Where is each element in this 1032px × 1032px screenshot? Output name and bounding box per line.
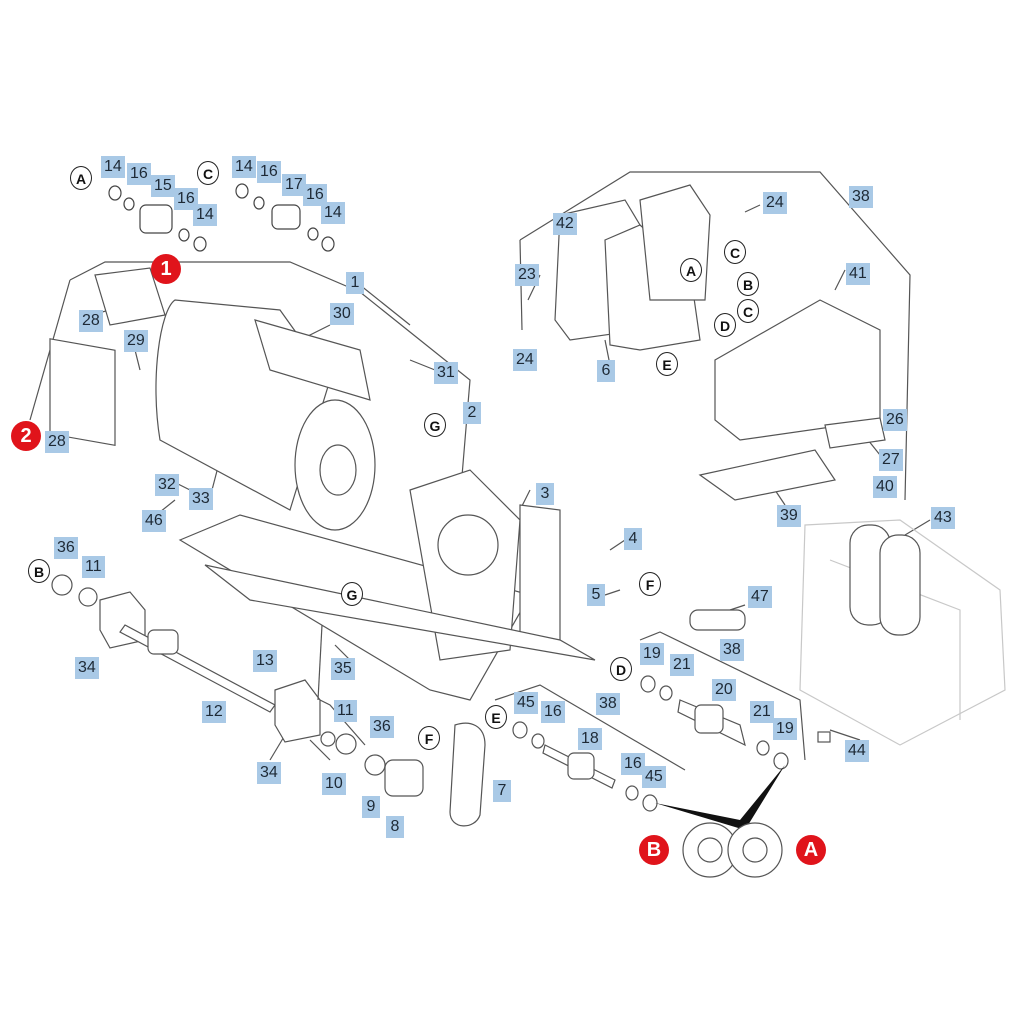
part-label-45[interactable]: 45 (642, 766, 666, 788)
part-label-44[interactable]: 44 (845, 740, 869, 762)
part-label-20[interactable]: 20 (712, 679, 736, 701)
part-label-16[interactable]: 16 (303, 184, 327, 206)
letter-callout-f: F (639, 572, 661, 596)
letter-callout-f: F (418, 726, 440, 750)
part-label-2[interactable]: 2 (463, 402, 481, 424)
part-label-38[interactable]: 38 (596, 693, 620, 715)
letter-callout-d: D (714, 313, 736, 337)
part-label-21[interactable]: 21 (750, 701, 774, 723)
part-label-28[interactable]: 28 (79, 310, 103, 332)
letter-callout-e: E (485, 705, 507, 729)
right-frame-assembly (554, 184, 886, 501)
part-label-11[interactable]: 11 (334, 700, 357, 722)
part-label-14[interactable]: 14 (321, 202, 345, 224)
detail-marker-b[interactable]: B (639, 835, 669, 865)
group-outline-38 (519, 171, 911, 501)
part-label-43[interactable]: 43 (931, 507, 955, 529)
part-label-14[interactable]: 14 (193, 204, 217, 226)
view-marker-1[interactable]: 1 (151, 254, 181, 284)
part-label-47[interactable]: 47 (748, 586, 772, 608)
part-label-34[interactable]: 34 (75, 657, 99, 679)
part-label-39[interactable]: 39 (777, 505, 801, 527)
part-label-3[interactable]: 3 (536, 483, 554, 505)
part-label-9[interactable]: 9 (362, 796, 380, 818)
part-label-30[interactable]: 30 (330, 303, 354, 325)
letter-callout-d: D (610, 657, 632, 681)
detail-pointer (655, 765, 785, 830)
part-label-6[interactable]: 6 (597, 360, 615, 382)
part-label-33[interactable]: 33 (189, 488, 213, 510)
letter-callout-b: B (28, 559, 50, 583)
part-label-15[interactable]: 15 (151, 175, 175, 197)
part-label-16[interactable]: 16 (174, 188, 198, 210)
part-label-23[interactable]: 23 (515, 264, 539, 286)
part-label-36[interactable]: 36 (54, 537, 78, 559)
part-label-29[interactable]: 29 (124, 330, 148, 352)
part-label-26[interactable]: 26 (883, 409, 907, 431)
part-label-35[interactable]: 35 (331, 658, 355, 680)
part-label-19[interactable]: 19 (773, 718, 797, 740)
letter-callout-c: C (197, 161, 219, 185)
part-label-19[interactable]: 19 (640, 643, 664, 665)
part-label-14[interactable]: 14 (232, 156, 256, 178)
letter-callout-e: E (656, 352, 678, 376)
part-label-16[interactable]: 16 (621, 753, 645, 775)
letter-callout-g: G (424, 413, 446, 437)
part-label-16[interactable]: 16 (541, 701, 565, 723)
letter-callout-b: B (737, 272, 759, 296)
part-label-16[interactable]: 16 (257, 161, 281, 183)
letter-callout-c: C (737, 299, 759, 323)
shaft-assembly (51, 574, 831, 827)
background-frame (799, 519, 1006, 746)
part-label-24[interactable]: 24 (763, 192, 787, 214)
part-label-13[interactable]: 13 (253, 650, 277, 672)
letter-callout-a: A (70, 166, 92, 190)
part-label-24[interactable]: 24 (513, 349, 537, 371)
part-label-46[interactable]: 46 (142, 510, 166, 532)
part-label-38[interactable]: 38 (720, 639, 744, 661)
part-label-32[interactable]: 32 (155, 474, 179, 496)
part-label-36[interactable]: 36 (370, 716, 394, 738)
part-label-34[interactable]: 34 (257, 762, 281, 784)
part-label-1[interactable]: 1 (346, 272, 364, 294)
part-label-27[interactable]: 27 (879, 449, 903, 471)
part-label-8[interactable]: 8 (386, 816, 404, 838)
part-label-38[interactable]: 38 (849, 186, 873, 208)
part-label-21[interactable]: 21 (670, 654, 694, 676)
part-label-18[interactable]: 18 (578, 728, 602, 750)
bearing-detail-circles (682, 822, 783, 878)
letter-callout-a: A (680, 258, 702, 282)
group-outline-1 (69, 261, 471, 501)
part-label-28[interactable]: 28 (45, 431, 69, 453)
view-marker-2[interactable]: 2 (11, 421, 41, 451)
motor-assembly (49, 267, 596, 701)
part-label-31[interactable]: 31 (434, 362, 458, 384)
detail-marker-a[interactable]: A (796, 835, 826, 865)
part-label-11[interactable]: 11 (82, 556, 105, 578)
part-label-45[interactable]: 45 (514, 692, 538, 714)
part-label-12[interactable]: 12 (202, 701, 226, 723)
part-label-5[interactable]: 5 (587, 584, 605, 606)
part-label-16[interactable]: 16 (127, 163, 151, 185)
part-label-42[interactable]: 42 (553, 213, 577, 235)
letter-callout-g: G (341, 582, 363, 606)
part-label-17[interactable]: 17 (282, 174, 306, 196)
letter-callout-c: C (724, 240, 746, 264)
part-label-7[interactable]: 7 (493, 780, 511, 802)
part-label-14[interactable]: 14 (101, 156, 125, 178)
part-label-40[interactable]: 40 (873, 476, 897, 498)
part-label-4[interactable]: 4 (624, 528, 642, 550)
part-label-41[interactable]: 41 (846, 263, 870, 285)
part-label-10[interactable]: 10 (322, 773, 346, 795)
top-small-parts (108, 183, 335, 252)
